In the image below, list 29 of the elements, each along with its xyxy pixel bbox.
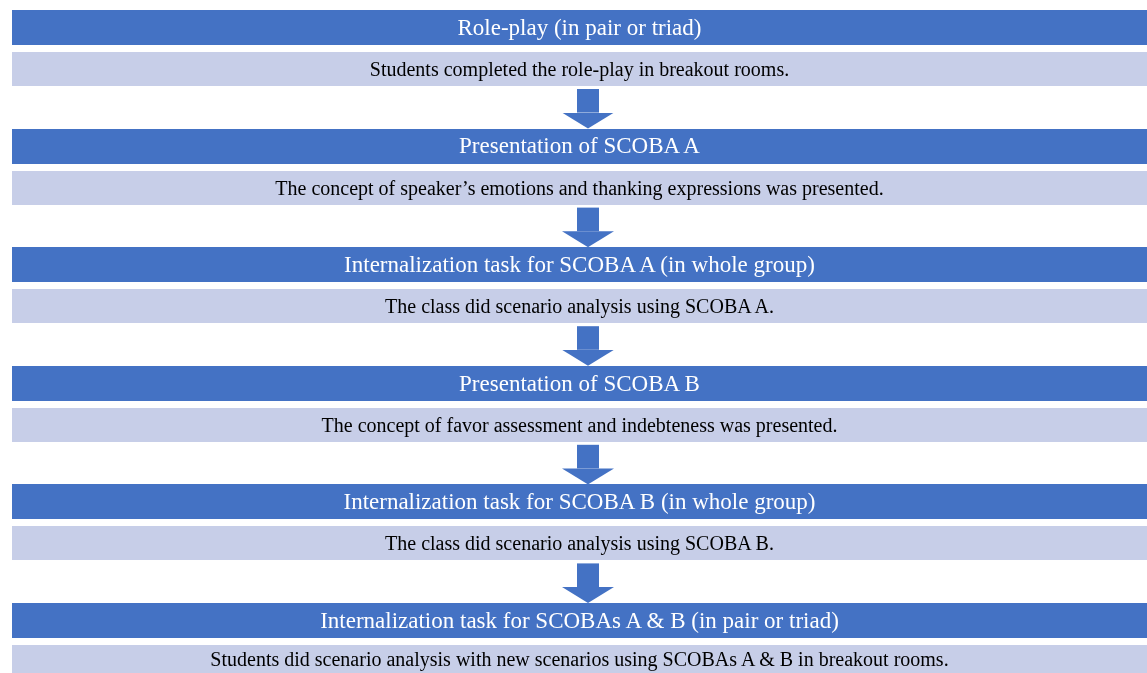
stage-description-band xyxy=(12,526,1147,561)
stage-title: Presentation of SCOBA B xyxy=(459,370,700,396)
stage-header-band xyxy=(12,603,1147,638)
stage-header-band xyxy=(12,10,1147,45)
stage-description-band xyxy=(12,170,1147,205)
stage-description: The concept of speaker’s emotions and thanking expressions was presented. xyxy=(275,176,884,199)
stage-header-band xyxy=(12,365,1147,401)
stage-description: The class did scenario analysis using SCOBA B. xyxy=(385,532,774,555)
stage-header-band xyxy=(12,128,1147,164)
stage-description-band xyxy=(12,289,1147,324)
stage-title: Role-play (in pair or triad) xyxy=(457,14,702,41)
stage-header-band xyxy=(12,247,1147,283)
stage-description: Students did scenario analysis with new scenarios using SCOBAs A & B in breakout rooms. xyxy=(210,648,949,670)
stage-description: Students completed the role-play in breakout rooms. xyxy=(369,58,790,80)
stage-description-band xyxy=(12,52,1147,86)
stage-header-band xyxy=(12,484,1147,520)
stage-title: Internalization task for SCOBA B (in whole group) xyxy=(343,489,816,515)
down-arrow xyxy=(562,444,614,485)
stage-description: The concept of favor assessment and indebteness was presented. xyxy=(321,413,838,436)
down-arrow xyxy=(562,89,614,129)
down-arrow xyxy=(562,326,614,366)
stage-title: Presentation of SCOBA A xyxy=(459,133,700,159)
down-arrow xyxy=(562,563,614,603)
stage-title: Internalization task for SCOBAs A & B (in pair or triad) xyxy=(320,607,839,634)
stage-title: Internalization task for SCOBA A (in whole group) xyxy=(344,252,815,278)
stage-description-band xyxy=(12,407,1147,442)
stage-description: The class did scenario analysis using SCOBA A. xyxy=(385,295,774,318)
down-arrow xyxy=(562,207,614,248)
stage-description-band xyxy=(12,645,1147,673)
